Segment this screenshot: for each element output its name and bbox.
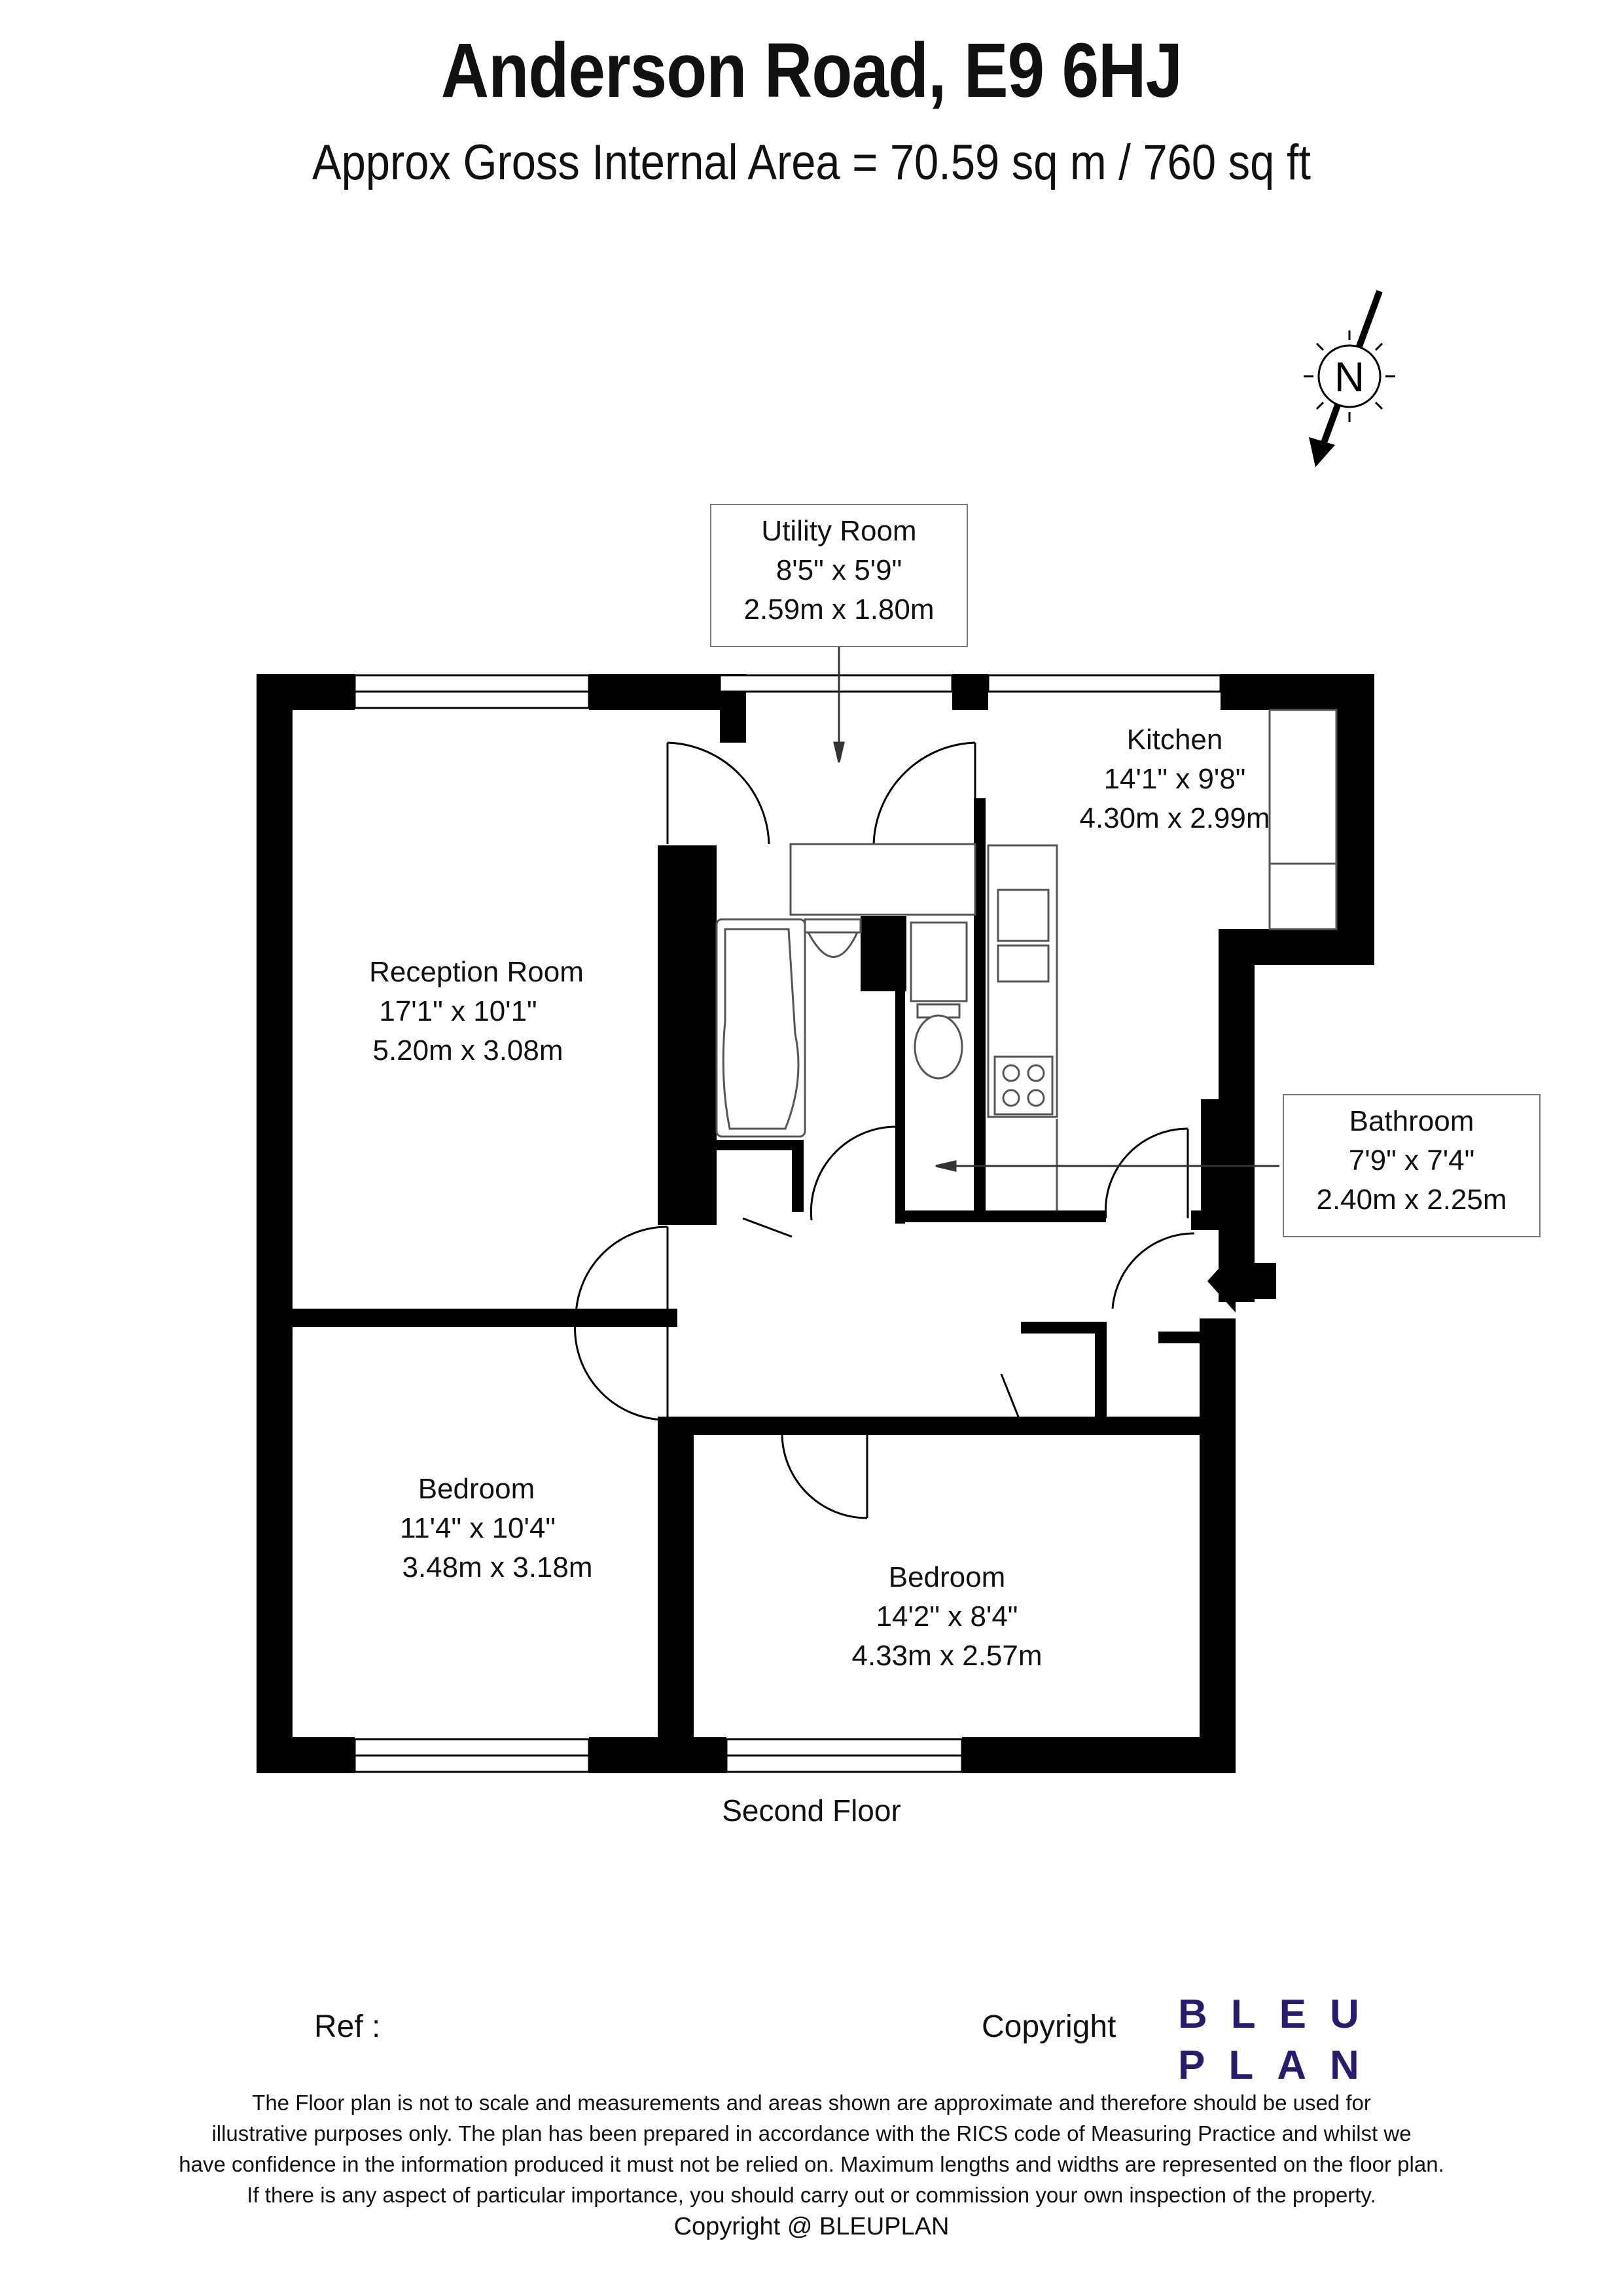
logo-line2: PLAN [1178,2043,1383,2088]
walls [257,674,1374,1773]
kitchen-metric: 4.30m x 2.99m [1079,802,1270,834]
kitchen-fixtures [789,709,1338,1210]
copyright-line: Copyright @ BLEUPLAN [673,2213,950,2240]
bleuplan-logo: BLEU PLAN [1178,1989,1383,2091]
bathroom-callout: Bathroom 7'9" x 7'4" 2.40m x 2.25m [1283,1094,1541,1237]
utility-room-callout: Utility Room 8'5" x 5'9" 2.59m x 1.80m [710,504,968,647]
bedroom1-name: Bedroom [418,1473,535,1505]
bedroom1-metric: 3.48m x 3.18m [402,1551,592,1583]
page-title: Anderson Road, E9 6HJ [440,27,1183,114]
utility-metric: 2.59m x 1.80m [743,593,935,626]
kitchen-imperial: 14'1" x 9'8" [1104,763,1246,795]
reception-name: Reception Room [369,956,584,988]
bedroom2-name: Bedroom [889,1561,1006,1593]
bathroom-metric: 2.40m x 2.25m [1316,1184,1507,1216]
bathroom-imperial: 7'9" x 7'4" [1348,1144,1475,1176]
floor-name: Second Floor [722,1793,901,1828]
compass-icon: N [1304,290,1395,467]
reception-imperial: 17'1" x 10'1" [379,995,537,1027]
utility-name: Utility Room [761,515,917,547]
disclaimer-line: If there is any aspect of particular imp… [247,2183,1376,2207]
entrance-arrow-icon [1207,1250,1276,1313]
bathroom-fixtures [715,918,968,1138]
copyright-label: Copyright [982,2009,1116,2044]
utility-imperial: 8'5" x 5'9" [776,554,902,586]
ref-label: Ref : [314,2009,381,2044]
reception-metric: 5.20m x 3.08m [372,1034,563,1067]
bedroom2-metric: 4.33m x 2.57m [851,1640,1042,1672]
disclaimer-line: have confidence in the information produ… [179,2152,1444,2176]
bathroom-name: Bathroom [1349,1105,1474,1137]
disclaimer-line: illustrative purposes only. The plan has… [211,2121,1412,2146]
compass-label: N [1334,353,1364,400]
bedroom1-imperial: 11'4" x 10'4" [400,1512,556,1544]
disclaimer-line: The Floor plan is not to scale and measu… [252,2091,1371,2115]
logo-line1: BLEU [1178,1992,1383,2037]
kitchen-name: Kitchen [1127,724,1223,756]
callout-arrows [833,645,1279,1172]
bedroom2-imperial: 14'2" x 8'4" [876,1600,1018,1633]
disclaimer: The Floor plan is not to scale and measu… [92,2087,1531,2242]
area-subtitle: Approx Gross Internal Area = 70.59 sq m … [312,135,1311,190]
door-swings [574,741,1195,1519]
windows [353,674,1222,1773]
